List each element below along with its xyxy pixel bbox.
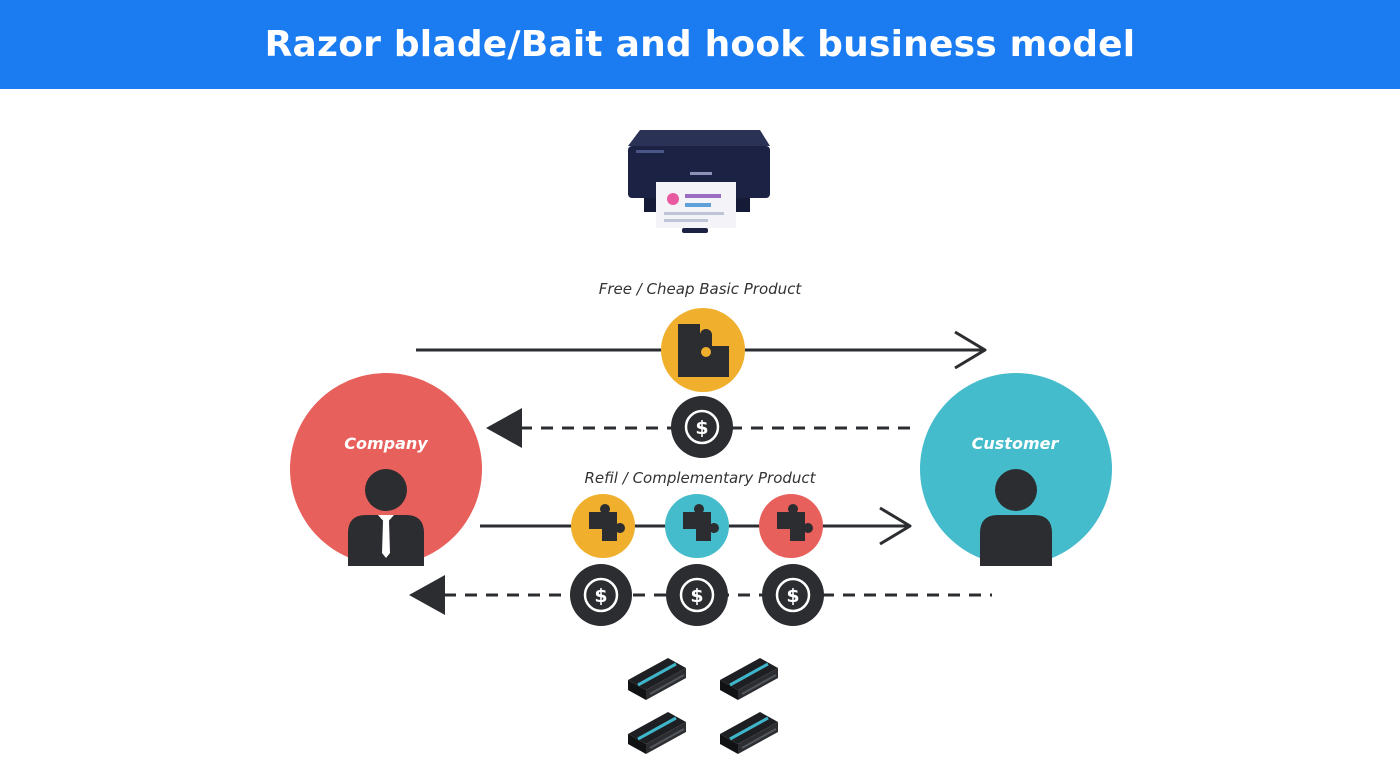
basic-product-circle: [661, 308, 745, 392]
svg-text:$: $: [690, 585, 703, 607]
person-icon: [980, 469, 1052, 566]
svg-text:$: $: [786, 585, 799, 607]
toner-cartridge-icon: [626, 656, 688, 702]
refill-product-circle-red: [759, 494, 823, 558]
toner-cartridge-icon: [718, 710, 780, 756]
svg-text:$: $: [695, 417, 708, 439]
company-label: Company: [344, 434, 428, 453]
dollar-coin-icon: $: [570, 564, 632, 626]
printer-icon: [628, 130, 770, 233]
toner-cartridge-icon: [626, 710, 688, 756]
dollar-coin-icon: $: [762, 564, 824, 626]
header-banner: Razor blade/Bait and hook business model: [0, 0, 1400, 89]
puzzle-piece-icon: [683, 504, 719, 541]
toner-cartridge-icon: [718, 656, 780, 702]
basic-product-label: Free / Cheap Basic Product: [598, 280, 802, 298]
businessman-icon: [348, 469, 424, 566]
customer-label: Customer: [971, 434, 1059, 453]
refill-product-label: Refil / Complementary Product: [584, 469, 816, 487]
company-circle: [290, 373, 482, 566]
puzzle-piece-icon: [678, 324, 729, 377]
refill-product-circle-teal: [665, 494, 729, 558]
dollar-coin-icon: $: [671, 396, 733, 458]
refill-product-circle-yellow: [571, 494, 635, 558]
customer-circle: [920, 373, 1112, 566]
puzzle-piece-icon: [589, 503, 625, 541]
dollar-coin-icon: $: [666, 564, 728, 626]
puzzle-piece-icon: [777, 504, 813, 541]
svg-text:$: $: [594, 585, 607, 607]
page-title: Razor blade/Bait and hook business model: [264, 24, 1136, 65]
